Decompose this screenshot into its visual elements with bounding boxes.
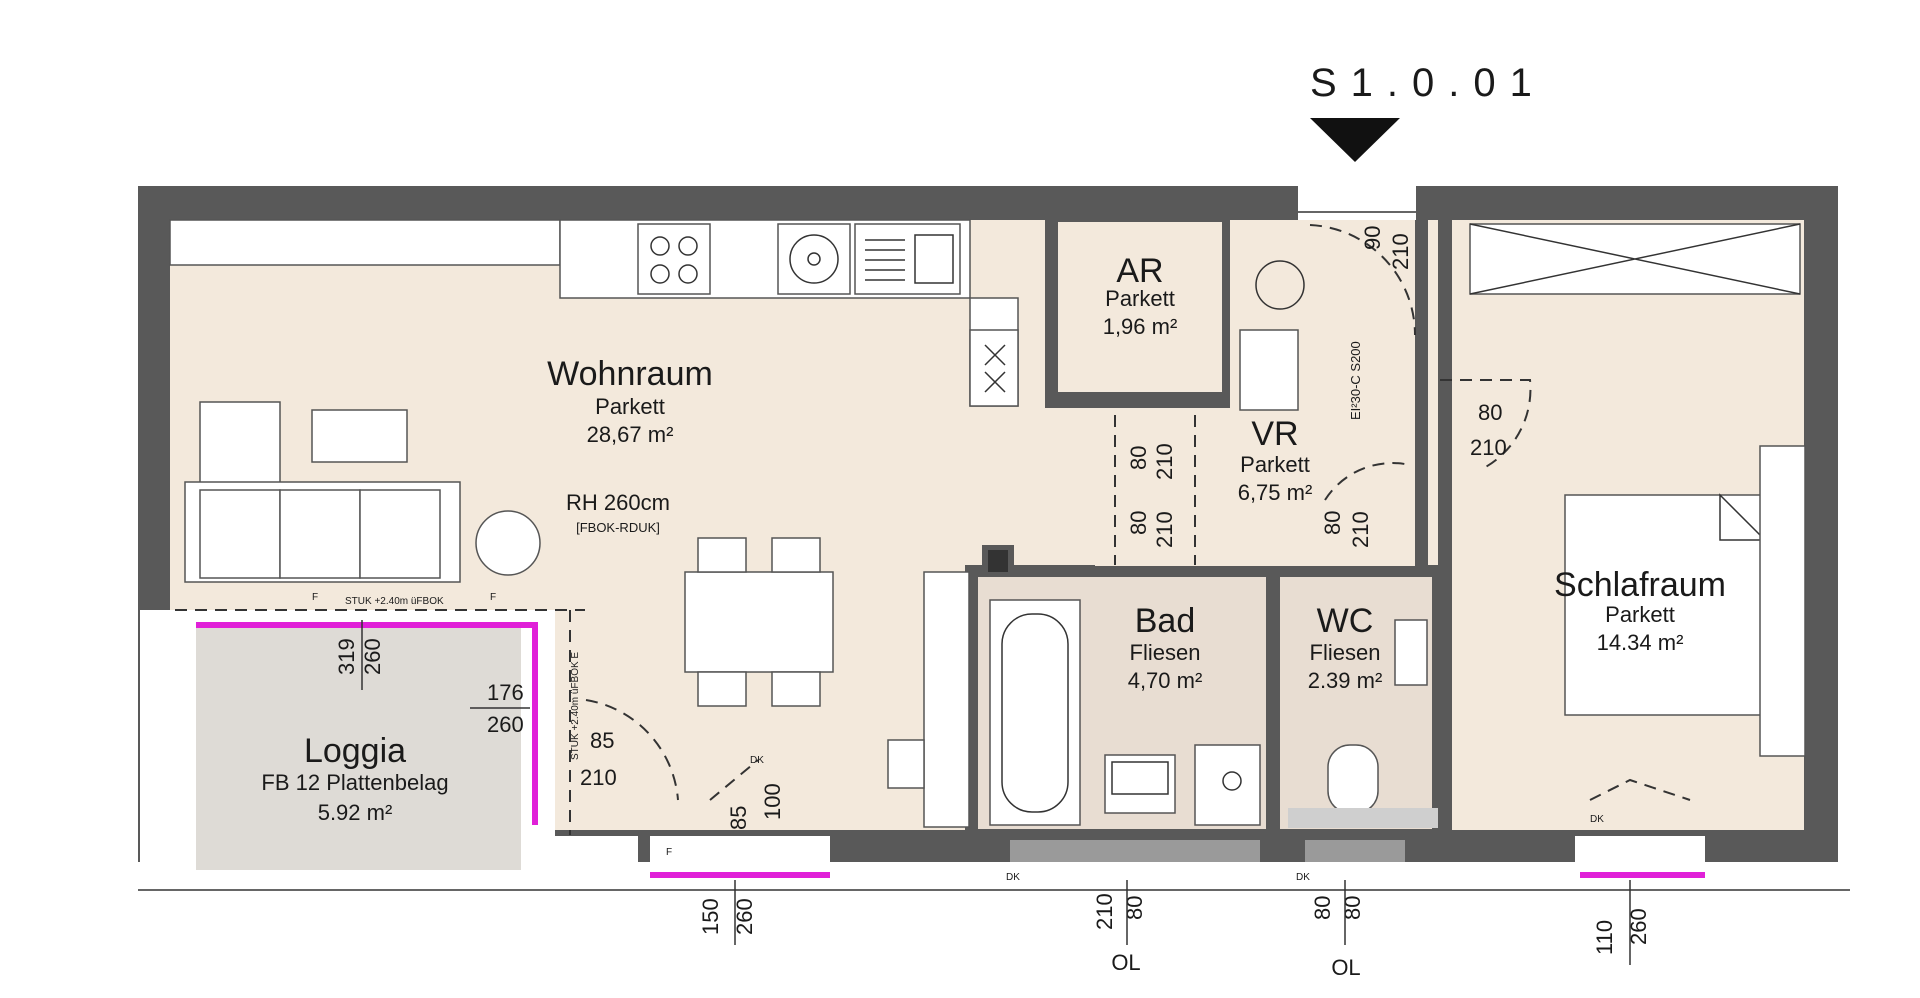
schlafraum-area: 14.34 m² xyxy=(1597,630,1684,655)
dk-label-1: DK xyxy=(750,755,764,766)
loggia-top-dim-h: 260 xyxy=(360,638,385,675)
nightstand xyxy=(1759,445,1806,757)
door-rating: EI²30-C S200 xyxy=(1348,341,1363,420)
dining-table xyxy=(684,571,834,673)
wohnraum-name: Wohnraum xyxy=(547,355,713,393)
win-dk-b: 100 xyxy=(760,783,785,820)
stuk-note: STUK +2.40m üFBOK xyxy=(345,596,444,607)
vr-wardrobe xyxy=(1239,329,1299,411)
loggia-name: Loggia xyxy=(304,732,406,770)
ar-floor-label: Parkett xyxy=(1105,286,1175,311)
f-mark-1: F xyxy=(312,592,318,603)
entry-door xyxy=(1309,224,1417,336)
toilet xyxy=(1327,744,1379,814)
hob xyxy=(637,223,711,295)
win-dim-w2: 210 xyxy=(1092,893,1117,930)
oven xyxy=(969,329,1019,407)
ol-label-2: OL xyxy=(1331,955,1360,980)
bad-window xyxy=(1010,840,1260,862)
win-dim-h1: 260 xyxy=(732,898,757,935)
dk-label-4: DK xyxy=(1590,814,1604,825)
stuk-note-vertical: STUK +2.40m üFBOK E xyxy=(570,652,581,760)
ar-area: 1,96 m² xyxy=(1103,314,1178,339)
loggia-side-dim-h: 260 xyxy=(487,712,524,737)
entry-dim-w: 90 xyxy=(1360,226,1385,250)
bad-floor-label: Fliesen xyxy=(1130,640,1201,665)
vr-door-dim-w: 80 xyxy=(1126,511,1151,535)
win-dim-w3: 80 xyxy=(1310,896,1335,920)
wc-floor-label: Fliesen xyxy=(1310,640,1381,665)
loggia-area: 5.92 m² xyxy=(318,800,393,825)
vr-name: VR xyxy=(1251,415,1298,453)
wc-door xyxy=(1324,462,1411,501)
schlafraum-name: Schlafraum xyxy=(1554,566,1726,604)
loggia-floor-label: FB 12 Plattenbelag xyxy=(261,770,448,795)
win-dim-w1: 150 xyxy=(698,898,723,935)
schlaf-door xyxy=(1440,379,1532,471)
loggia-top-dim-w: 319 xyxy=(334,638,359,675)
loggia-floor xyxy=(196,625,521,870)
bad-name: Bad xyxy=(1135,602,1196,640)
wohnraum-floor-label: Parkett xyxy=(595,394,665,419)
round-side-table xyxy=(475,510,541,576)
schlafraum-floor-label: Parkett xyxy=(1605,602,1675,627)
f-mark-3: F xyxy=(666,847,672,858)
f-mark-2: F xyxy=(490,592,496,603)
win-dim-h3: 80 xyxy=(1340,896,1365,920)
loggia-door-dim-h: 210 xyxy=(580,765,617,790)
ol-label-1: OL xyxy=(1111,950,1140,975)
small-cabinet xyxy=(887,739,925,789)
vr-area: 6,75 m² xyxy=(1238,480,1313,505)
wc-area: 2.39 m² xyxy=(1308,668,1383,693)
ar-name: AR xyxy=(1116,252,1163,290)
vr-floor-label: Parkett xyxy=(1240,452,1310,477)
wc-dim-h: 210 xyxy=(1348,511,1373,548)
sideboard xyxy=(169,219,561,266)
room-height: RH 260cm xyxy=(566,490,670,515)
shower-drain xyxy=(1194,744,1261,826)
tall-cabinet xyxy=(923,571,970,828)
loggia-rail xyxy=(196,622,538,825)
wc-sink xyxy=(1394,619,1428,686)
loggia-door xyxy=(585,699,679,801)
washbasin xyxy=(1104,754,1176,814)
vr-door-dim-h: 210 xyxy=(1152,511,1177,548)
ar-dim-h: 210 xyxy=(1152,443,1177,480)
wohnraum-area: 28,67 m² xyxy=(587,422,674,447)
dk-label-3: DK xyxy=(1296,872,1310,883)
schlaf-dim-h: 210 xyxy=(1470,435,1507,460)
win-dim-w4: 110 xyxy=(1592,920,1617,955)
bathtub xyxy=(989,599,1081,826)
wc-name: WC xyxy=(1317,602,1374,640)
win-dk-a: 85 xyxy=(726,806,751,830)
entry-dim-h: 210 xyxy=(1388,233,1413,270)
room-height-ref: [FBOK-RDUK] xyxy=(576,520,660,535)
ar-floor xyxy=(1058,222,1222,392)
wc-window xyxy=(1305,840,1405,862)
loggia-door-dim-w: 85 xyxy=(590,728,614,753)
wc-dim-w: 80 xyxy=(1320,511,1345,535)
dk-label-2: DK xyxy=(1006,872,1020,883)
unit-title: S1.0.01 xyxy=(1310,61,1546,105)
coffee-table xyxy=(311,409,408,463)
bad-area: 4,70 m² xyxy=(1128,668,1203,693)
entrance-marker xyxy=(1310,118,1400,162)
vr-round-table xyxy=(1255,260,1305,310)
ar-dim-w: 80 xyxy=(1126,446,1151,470)
loggia-side-dim-w: 176 xyxy=(487,680,524,705)
win-dim-h2: 80 xyxy=(1122,896,1147,920)
schlaf-dim-w: 80 xyxy=(1478,400,1502,425)
